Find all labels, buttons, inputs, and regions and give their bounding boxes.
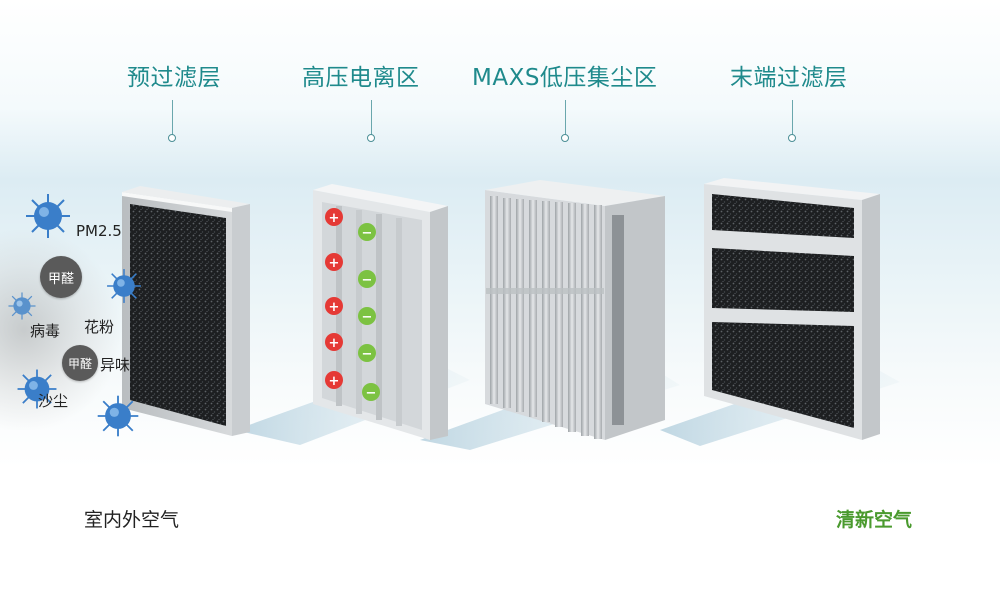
callout-dot-icon: [788, 134, 796, 142]
callout-line: [371, 100, 372, 136]
clean-air-label: 清新空气: [836, 509, 913, 531]
pollutant-badge-formaldehyde: 甲醛: [40, 256, 82, 298]
callout-line: [792, 100, 793, 136]
positive-sign: +: [329, 374, 340, 389]
callout-dot-icon: [367, 134, 375, 142]
stage-title-final-filter: 末端过滤层: [730, 65, 848, 91]
pollutant-label-odor: 异味: [100, 356, 131, 374]
positive-sign: +: [329, 211, 340, 226]
callout-line: [565, 100, 566, 136]
virus-icon: [17, 369, 57, 409]
negative-sign: −: [366, 386, 377, 401]
callout-dot-icon: [561, 134, 569, 142]
positive-sign: +: [329, 336, 340, 351]
callout-dot-icon: [168, 134, 176, 142]
pre-filter-panel: [122, 186, 250, 436]
pollutant-label-pollen: 花粉: [84, 318, 115, 336]
callout-line: [172, 100, 173, 136]
pollutant-label-virus: 病毒: [30, 322, 61, 340]
negative-charge-signs: [358, 223, 380, 401]
virus-icon: [26, 194, 70, 238]
pollutant-badge-formaldehyde-small: 甲醛: [62, 345, 98, 381]
collector-fins: [490, 196, 602, 439]
virus-icon: [8, 292, 36, 320]
positive-charge-signs: [325, 208, 343, 389]
collector-panel: [485, 180, 665, 440]
pollutant-label-pm25: PM2.5: [76, 222, 122, 240]
final-filter-panel: [704, 178, 880, 440]
negative-sign: −: [362, 310, 373, 325]
input-air-label: 室内外空气: [84, 509, 180, 531]
positive-sign: +: [329, 256, 340, 271]
virus-icon: [107, 269, 141, 303]
stage-title-ionization: 高压电离区: [302, 65, 420, 91]
badge-label: 甲醛: [67, 356, 92, 371]
stage-title-collector: MAXS低压集尘区: [472, 65, 658, 91]
negative-sign: −: [362, 347, 373, 362]
badge-label: 甲醛: [47, 271, 74, 287]
positive-sign: +: [329, 300, 340, 315]
virus-icon: [97, 395, 139, 437]
stage-title-prefilter: 预过滤层: [127, 65, 221, 91]
negative-sign: −: [362, 226, 373, 241]
negative-sign: −: [362, 273, 373, 288]
pollutant-label-dust: 沙尘: [38, 392, 69, 410]
